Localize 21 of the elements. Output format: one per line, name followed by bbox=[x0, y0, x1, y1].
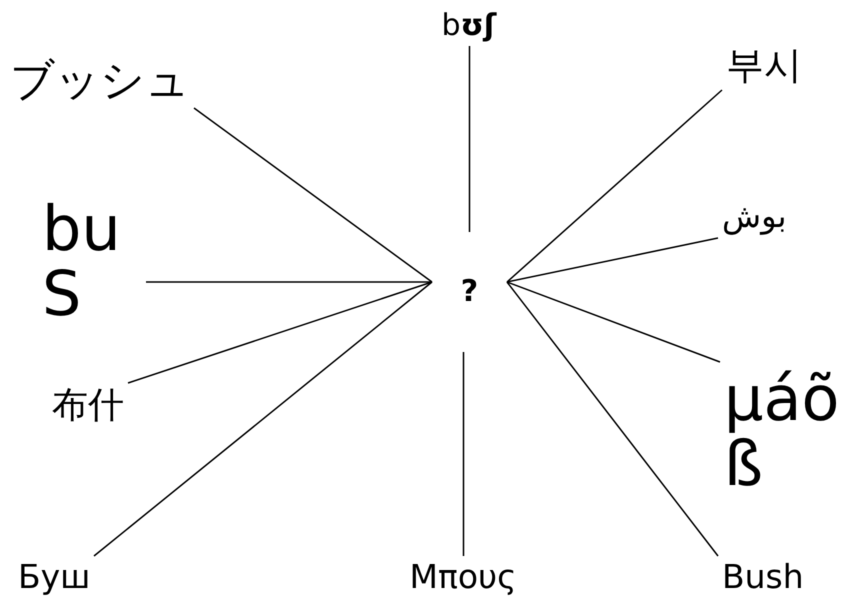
connector-line bbox=[146, 281, 432, 283]
name-label: Μπους bbox=[410, 560, 516, 595]
connector-line bbox=[94, 281, 432, 557]
connector-line bbox=[506, 281, 720, 363]
connector-line bbox=[506, 89, 722, 283]
connector-line bbox=[462, 352, 464, 556]
connector-line bbox=[506, 282, 719, 556]
name-label: 부시 bbox=[726, 46, 802, 86]
name-label: Bush bbox=[722, 560, 804, 595]
connector-line bbox=[128, 281, 432, 384]
name-label: 布什 bbox=[52, 387, 124, 425]
name-label: Буш bbox=[18, 560, 90, 595]
name-label: µáõ ß bbox=[724, 366, 840, 496]
name-label: bʊʃ bbox=[442, 10, 496, 42]
question-mark: ? bbox=[460, 276, 478, 308]
connector-line bbox=[468, 46, 470, 232]
connector-line bbox=[506, 237, 718, 283]
connector-line bbox=[194, 107, 432, 283]
name-label: ブッシュ bbox=[10, 58, 190, 104]
name-label: بوش bbox=[722, 200, 786, 234]
name-label: bu S bbox=[42, 196, 122, 326]
